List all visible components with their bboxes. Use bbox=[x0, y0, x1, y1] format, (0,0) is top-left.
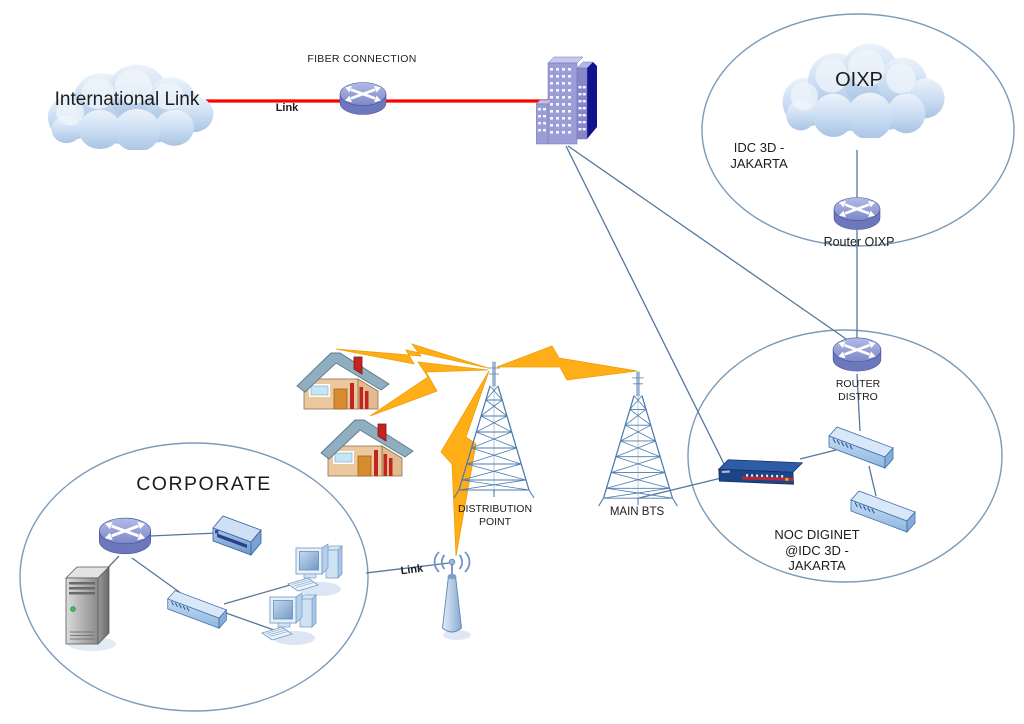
office-building-icon bbox=[536, 56, 597, 145]
connection-line bbox=[856, 373, 861, 432]
connection-line bbox=[799, 449, 837, 460]
oixp-router-label: Router OIXP bbox=[823, 235, 895, 249]
oixp-site-label: IDC 3D - JAKARTA bbox=[730, 140, 788, 171]
lightning-bolt bbox=[335, 343, 489, 369]
connection-line bbox=[225, 612, 275, 631]
connection-line bbox=[565, 145, 728, 471]
wireless-links bbox=[335, 343, 638, 557]
lightning-bolt bbox=[369, 361, 489, 417]
corporate-zone-label: CORPORATE bbox=[136, 473, 272, 495]
house-icon bbox=[320, 410, 414, 480]
router-icon bbox=[831, 193, 883, 235]
router-icon bbox=[96, 513, 154, 560]
main-bts-label: MAIN BTS bbox=[609, 506, 665, 518]
oixp-zone-ellipse bbox=[701, 13, 1015, 247]
oixp-cloud-label: OIXP bbox=[835, 69, 883, 91]
connection-line bbox=[149, 532, 218, 537]
modem-icon bbox=[209, 511, 267, 563]
corporate-zone-ellipse bbox=[19, 442, 369, 712]
pc-icon bbox=[260, 589, 318, 647]
lightning-bolt bbox=[496, 345, 638, 381]
server-icon bbox=[60, 562, 120, 652]
distribution-point-label: DISTRIBUTION POINT bbox=[457, 503, 533, 528]
router-distro-label: ROUTER DISTRO bbox=[835, 378, 881, 403]
connection-line bbox=[567, 145, 850, 342]
connection-line bbox=[868, 465, 877, 497]
fiber-connection-label: FIBER CONNECTION bbox=[307, 53, 417, 65]
rack-switch-icon bbox=[717, 459, 804, 485]
switch-icon bbox=[165, 584, 231, 634]
international-link-label: International Link bbox=[54, 89, 200, 110]
wireless-antenna-icon bbox=[430, 545, 474, 641]
radio-tower-icon bbox=[591, 370, 685, 508]
radio-tower-icon bbox=[449, 360, 539, 500]
house-icon bbox=[296, 343, 390, 413]
lightning-bolt bbox=[440, 370, 490, 557]
wan-link-label: Link bbox=[275, 102, 299, 114]
noc-zone-ellipse bbox=[687, 329, 1003, 583]
connection-line bbox=[223, 582, 298, 605]
router-icon bbox=[830, 333, 884, 377]
noc-site-label: NOC DIGINET @IDC 3D - JAKARTA bbox=[774, 527, 860, 574]
switch-icon bbox=[826, 421, 898, 473]
router-icon bbox=[337, 78, 389, 120]
